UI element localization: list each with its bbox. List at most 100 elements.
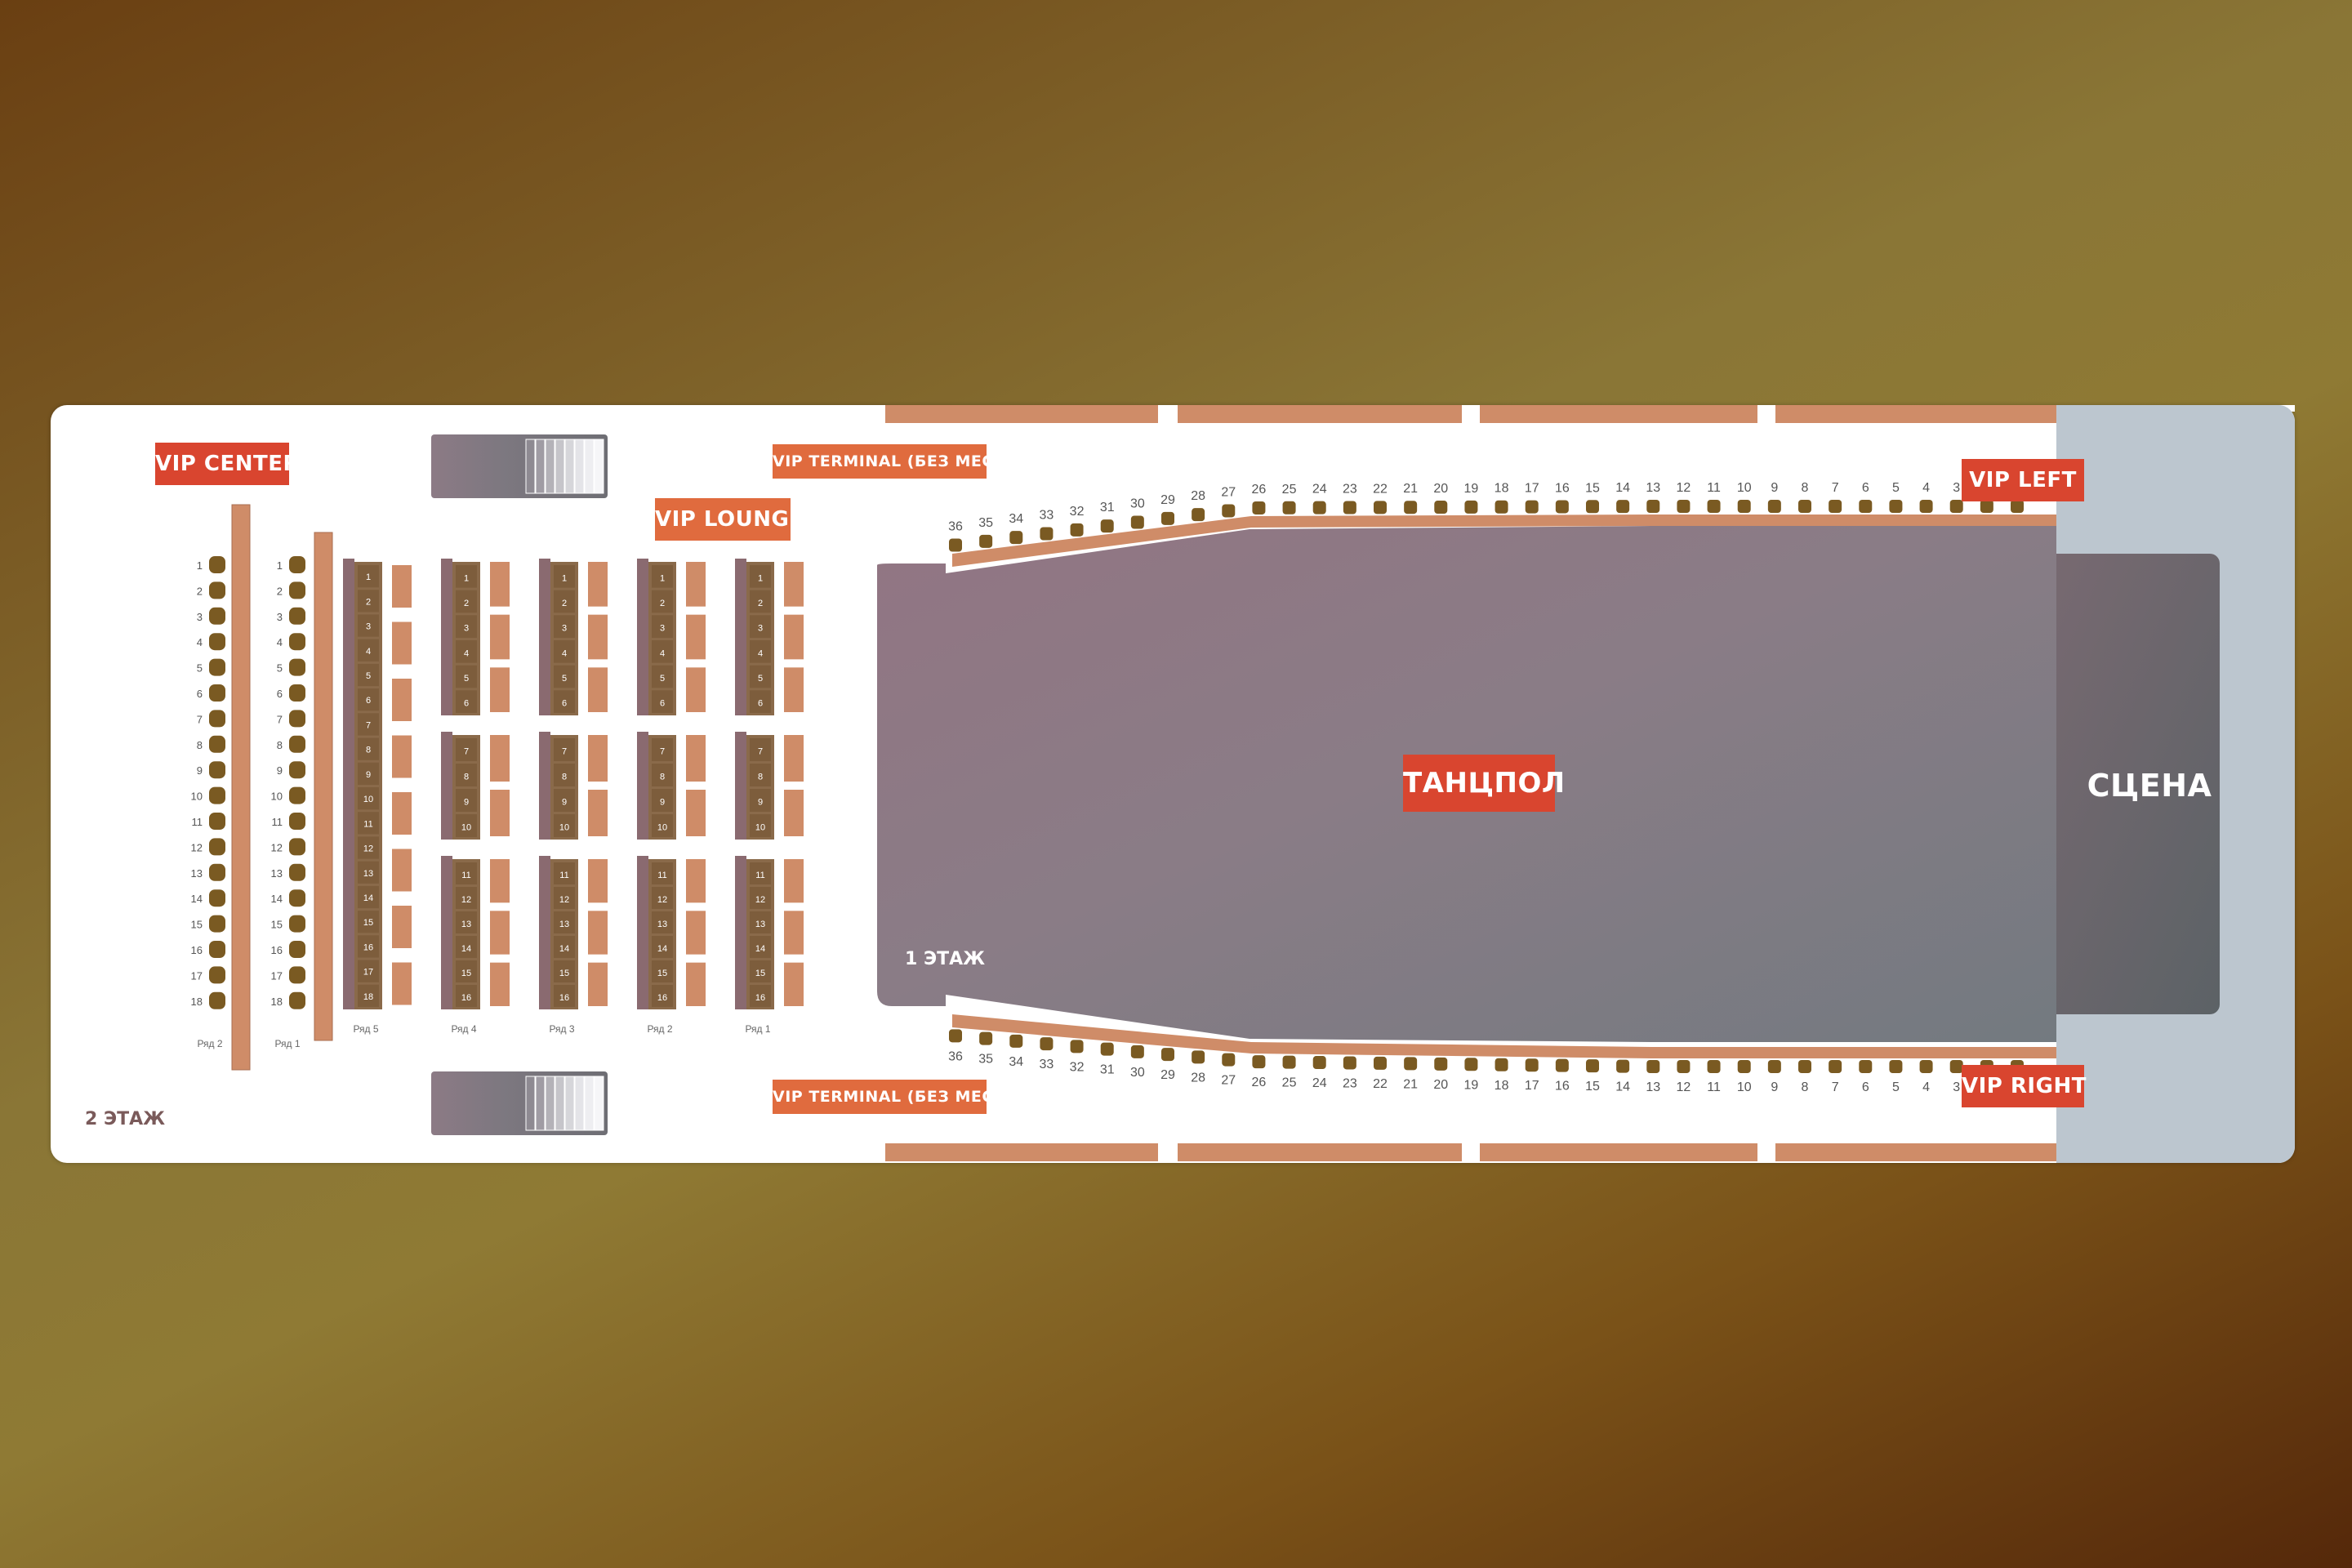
- balcony-seat[interactable]: [1070, 1040, 1084, 1054]
- lounge-seat[interactable]: [554, 590, 575, 613]
- lounge-seat[interactable]: [652, 985, 673, 1007]
- row2-seat[interactable]: [209, 966, 225, 984]
- balcony-seat[interactable]: [1889, 500, 1903, 513]
- lounge-seat[interactable]: [554, 640, 575, 663]
- balcony-seat[interactable]: [1100, 519, 1114, 533]
- lounge-table[interactable]: [588, 667, 608, 712]
- row1-seat[interactable]: [289, 838, 305, 856]
- lounge-seat[interactable]: [358, 836, 379, 859]
- balcony-seat[interactable]: [1494, 500, 1508, 514]
- balcony-seat[interactable]: [1525, 1058, 1539, 1072]
- lounge-seat[interactable]: [358, 960, 379, 982]
- balcony-seat[interactable]: [1312, 501, 1326, 514]
- row1-seat[interactable]: [289, 633, 305, 651]
- side-box-top[interactable]: [1178, 405, 1462, 423]
- side-box-bottom[interactable]: [885, 1143, 1158, 1161]
- balcony-seat[interactable]: [1343, 1056, 1356, 1070]
- balcony-seat[interactable]: [1464, 500, 1478, 514]
- lounge-table[interactable]: [686, 911, 706, 955]
- lounge-seat[interactable]: [456, 690, 477, 713]
- row2-seat[interactable]: [209, 684, 225, 702]
- lounge-seat[interactable]: [750, 738, 771, 761]
- lounge-seat[interactable]: [652, 690, 673, 713]
- lounge-seat[interactable]: [358, 984, 379, 1007]
- balcony-seat[interactable]: [1646, 500, 1660, 513]
- vip-lounge-label[interactable]: VIP LOUNGE: [655, 498, 804, 541]
- row2-seat[interactable]: [209, 556, 225, 573]
- side-box-top[interactable]: [1775, 405, 2056, 423]
- balcony-seat[interactable]: [1707, 500, 1721, 513]
- balcony-seat[interactable]: [1434, 1057, 1448, 1071]
- lounge-table[interactable]: [392, 735, 412, 778]
- lounge-table[interactable]: [784, 962, 804, 1006]
- row1-seat[interactable]: [289, 607, 305, 625]
- balcony-seat[interactable]: [1282, 1055, 1296, 1069]
- balcony-seat[interactable]: [1798, 1060, 1811, 1073]
- lounge-seat[interactable]: [750, 960, 771, 982]
- lounge-table[interactable]: [392, 792, 412, 835]
- dance-floor-label[interactable]: ТАНЦПОЛ: [1403, 755, 1565, 812]
- row1-seat[interactable]: [289, 889, 305, 907]
- balcony-seat[interactable]: [1707, 1060, 1721, 1073]
- balcony-seat[interactable]: [1404, 501, 1418, 514]
- balcony-seat[interactable]: [1798, 500, 1811, 513]
- balcony-seat[interactable]: [1889, 1060, 1903, 1073]
- balcony-seat[interactable]: [1161, 1048, 1174, 1062]
- lounge-table[interactable]: [686, 735, 706, 782]
- vip-center-label[interactable]: VIP CENTER: [155, 443, 300, 485]
- balcony-seat[interactable]: [1525, 500, 1539, 514]
- lounge-table[interactable]: [490, 614, 510, 660]
- lounge-seat[interactable]: [750, 764, 771, 786]
- lounge-table[interactable]: [490, 562, 510, 607]
- balcony-seat[interactable]: [1464, 1058, 1478, 1071]
- lounge-seat[interactable]: [554, 789, 575, 812]
- balcony-seat[interactable]: [1586, 500, 1599, 514]
- lounge-seat[interactable]: [750, 911, 771, 933]
- lounge-table[interactable]: [686, 859, 706, 903]
- lounge-seat[interactable]: [652, 936, 673, 958]
- lounge-seat[interactable]: [358, 737, 379, 760]
- lounge-table[interactable]: [784, 667, 804, 712]
- balcony-seat[interactable]: [1767, 1060, 1781, 1073]
- row1-seat[interactable]: [289, 786, 305, 804]
- balcony-seat[interactable]: [1252, 501, 1266, 514]
- balcony-seat[interactable]: [1312, 1056, 1326, 1070]
- lounge-table[interactable]: [686, 562, 706, 607]
- lounge-seat[interactable]: [358, 565, 379, 588]
- balcony-seat[interactable]: [1161, 511, 1174, 525]
- row2-seat[interactable]: [209, 863, 225, 881]
- row1-seat[interactable]: [289, 556, 305, 573]
- lounge-table[interactable]: [588, 735, 608, 782]
- lounge-seat[interactable]: [358, 787, 379, 810]
- row2-seat[interactable]: [209, 633, 225, 651]
- lounge-table[interactable]: [392, 962, 412, 1005]
- side-box-top[interactable]: [1480, 405, 1757, 423]
- lounge-table[interactable]: [784, 911, 804, 955]
- vip-left-label[interactable]: VIP LEFT: [1962, 459, 2084, 501]
- row1-seat[interactable]: [289, 991, 305, 1009]
- row1-seat[interactable]: [289, 941, 305, 958]
- lounge-seat[interactable]: [750, 862, 771, 884]
- row1-seat[interactable]: [289, 581, 305, 599]
- balcony-seat[interactable]: [1222, 1053, 1236, 1067]
- balcony-seat[interactable]: [949, 1029, 962, 1043]
- row2-seat[interactable]: [209, 915, 225, 933]
- balcony-seat[interactable]: [1009, 1034, 1023, 1048]
- balcony-seat[interactable]: [1859, 1060, 1873, 1073]
- lounge-seat[interactable]: [456, 738, 477, 761]
- lounge-seat[interactable]: [456, 887, 477, 909]
- row1-seat[interactable]: [289, 761, 305, 779]
- vip-right-label[interactable]: VIP RIGHT: [1962, 1065, 2086, 1107]
- balcony-seat[interactable]: [1404, 1057, 1418, 1071]
- row2-seat[interactable]: [209, 710, 225, 728]
- row2-seat[interactable]: [209, 658, 225, 676]
- lounge-seat[interactable]: [554, 814, 575, 837]
- lounge-seat[interactable]: [554, 887, 575, 909]
- row1-seat[interactable]: [289, 863, 305, 881]
- lounge-seat[interactable]: [554, 936, 575, 958]
- lounge-seat[interactable]: [652, 590, 673, 613]
- lounge-seat[interactable]: [652, 960, 673, 982]
- balcony-seat[interactable]: [1040, 527, 1054, 541]
- lounge-seat[interactable]: [652, 738, 673, 761]
- lounge-table[interactable]: [686, 614, 706, 660]
